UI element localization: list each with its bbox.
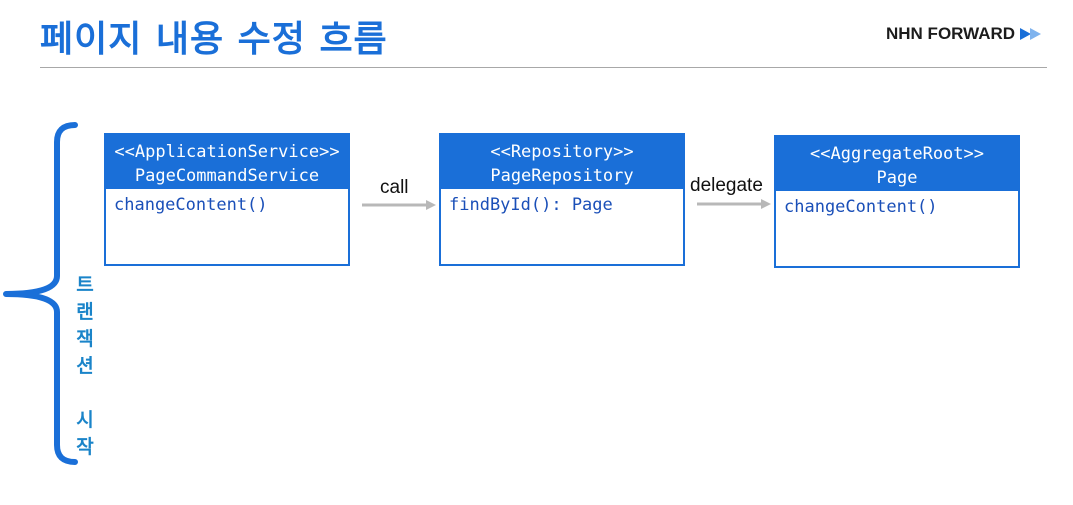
stereotype-label: <<ApplicationService>> — [114, 142, 340, 162]
call-label: call — [380, 177, 409, 198]
box-header: <<ApplicationService>> PageCommandServic… — [106, 135, 348, 189]
stereotype-label: <<Repository>> — [490, 142, 634, 162]
method-label: changeContent() — [114, 195, 268, 215]
method-label: findById(): Page — [449, 195, 613, 215]
method-label: changeContent() — [784, 197, 938, 217]
side-label-char: 시 — [76, 409, 94, 431]
side-label-char: 작 — [76, 436, 94, 458]
stereotype-label: <<AggregateRoot>> — [810, 144, 984, 164]
brand-name: NHN FORWARD — [886, 24, 1016, 43]
side-label-char: 잭 — [76, 328, 94, 350]
transaction-start-label: 트 랜 잭 션 시 작 — [70, 272, 100, 461]
page-repository-box: <<Repository>> PageRepository findById()… — [439, 133, 685, 266]
class-name: Page — [876, 168, 918, 188]
page-title: 페이지 내용 수정 흐름 — [40, 19, 388, 60]
brand-logo: NHN FORWARD — [886, 24, 1043, 44]
page-aggregate-root-box: <<AggregateRoot>> Page changeContent() — [774, 135, 1020, 268]
call-arrow-icon — [362, 200, 436, 210]
box-header: <<AggregateRoot>> Page — [776, 137, 1018, 191]
box-header: <<Repository>> PageRepository — [441, 135, 683, 189]
curly-brace-icon — [3, 122, 78, 465]
page-command-service-box: <<ApplicationService>> PageCommandServic… — [104, 133, 350, 266]
forward-arrows-icon — [1020, 28, 1042, 40]
class-name: PageRepository — [490, 166, 634, 186]
class-name: PageCommandService — [134, 166, 320, 186]
side-label-char: 트 — [76, 274, 94, 296]
side-label-char: 랜 — [76, 301, 94, 323]
delegate-arrow-icon — [697, 199, 771, 209]
header-divider — [40, 67, 1047, 68]
delegate-label: delegate — [690, 175, 763, 196]
side-label-char: 션 — [76, 355, 94, 377]
